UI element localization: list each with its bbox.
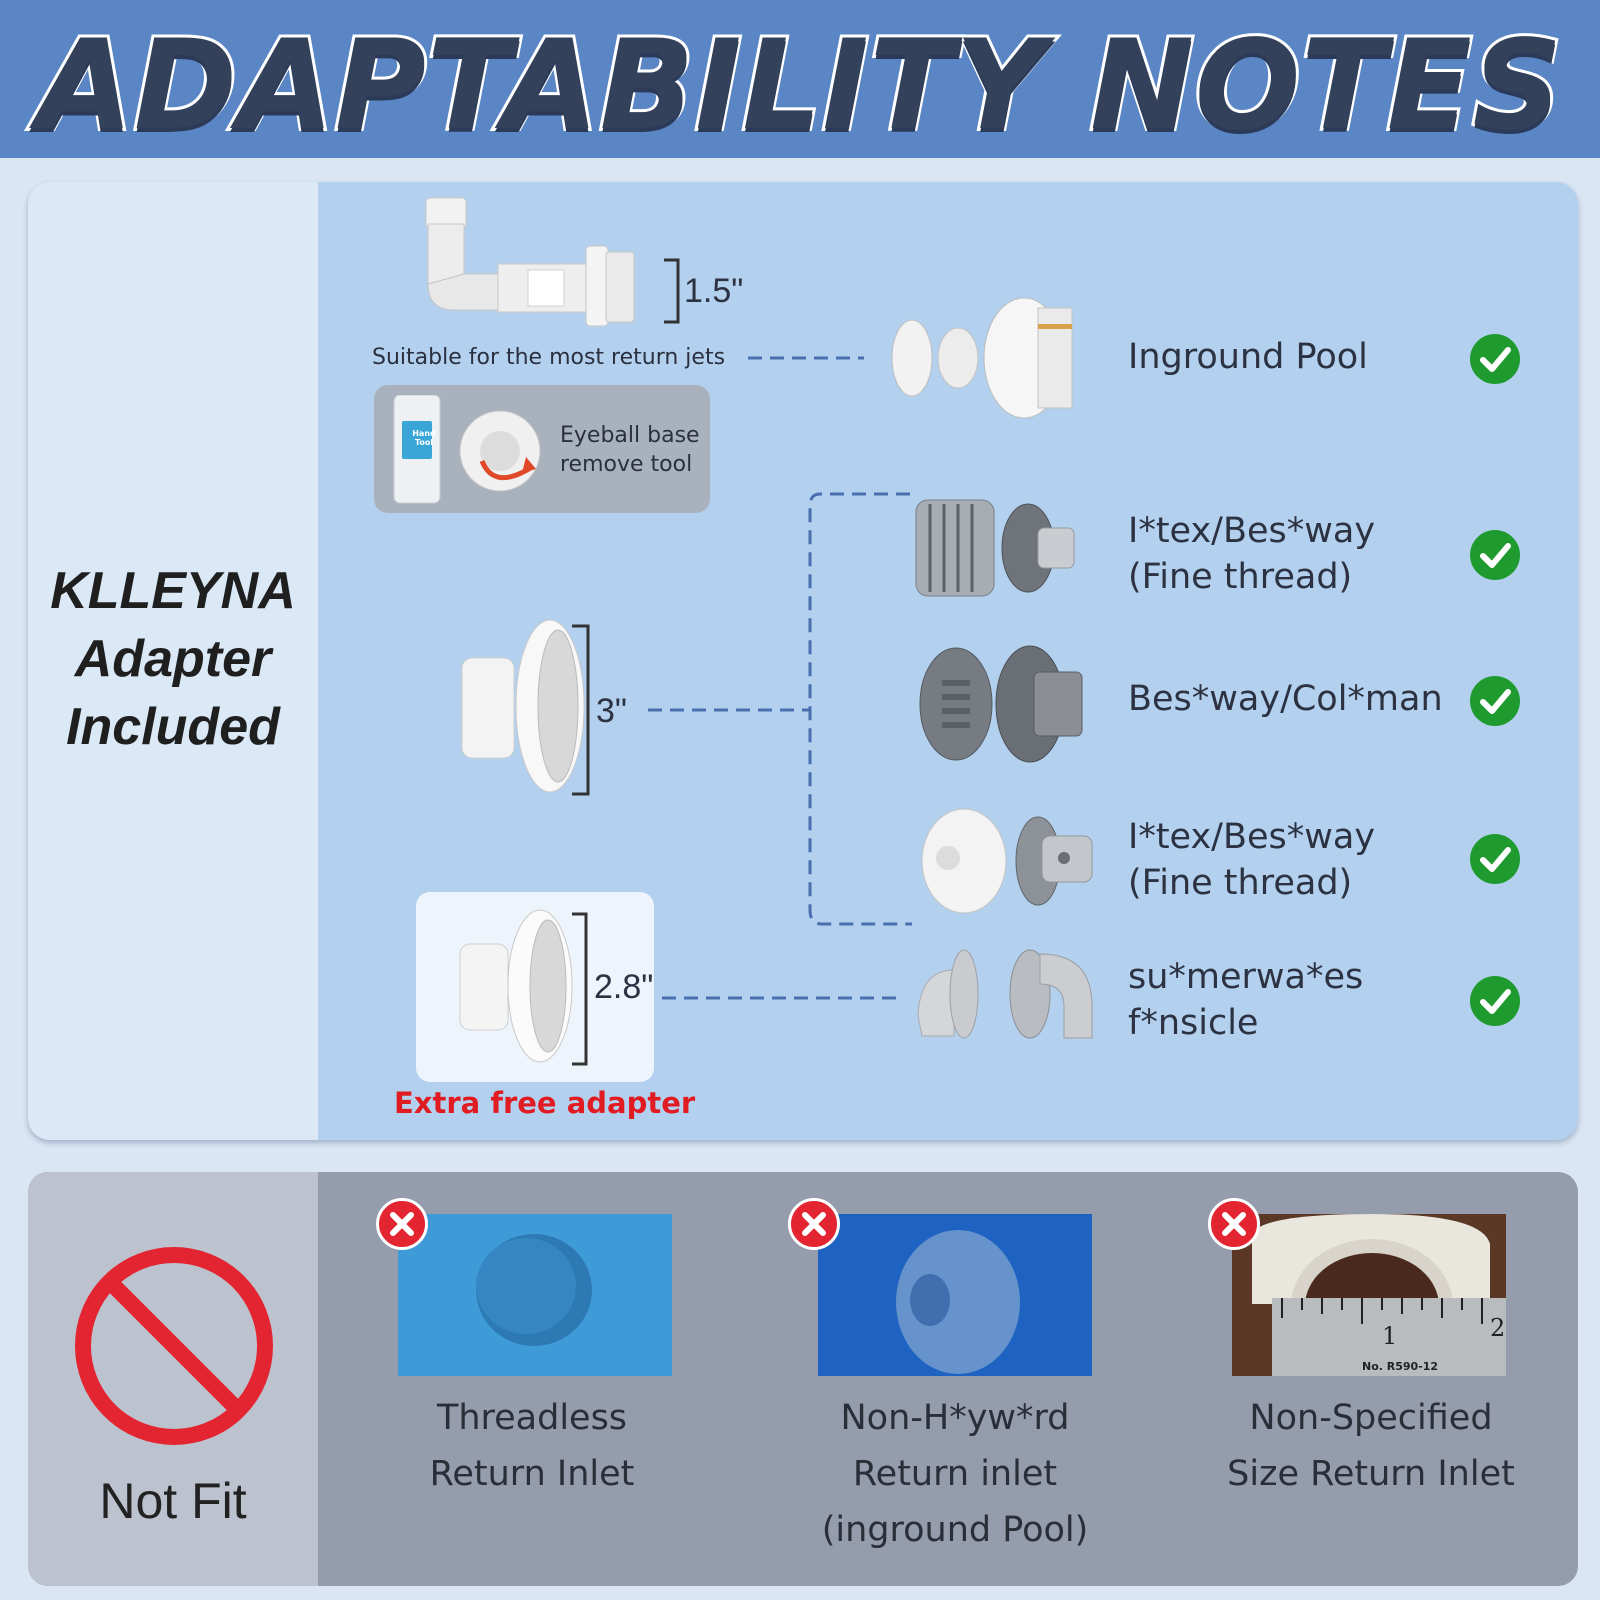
check-icon (1470, 976, 1520, 1026)
eyeball-tool-box: Hand Tool Eyeball base remove tool (374, 385, 710, 513)
extra-adapter-card: 2.8" (416, 892, 654, 1082)
non-hayward-inlet-photo (818, 1214, 1092, 1376)
non-specified-inlet-photo: 1 2 No. R590-12 (1232, 1214, 1506, 1376)
size-bracket (664, 258, 680, 324)
ruler-mark-1: 1 (1382, 1322, 1398, 1350)
brand-column: KLLEYNA Adapter Included (28, 182, 318, 1140)
compat-label-5: su*merwa*es f*nsicle (1128, 957, 1364, 1043)
threadless-inlet-photo (398, 1214, 672, 1376)
close-icon (788, 1198, 840, 1250)
size-bracket (572, 912, 588, 1066)
check-icon (1470, 530, 1520, 580)
itex-fittings-image-1 (915, 499, 1075, 597)
eyeball-tool-label: Eyeball base remove tool (560, 423, 700, 477)
connector-bracket (808, 492, 912, 926)
hand-tool-packet-label: Hand Tool (412, 429, 436, 447)
extra-adapter-image (459, 909, 573, 1063)
inground-fittings-image (891, 297, 1073, 419)
compat-label-3: Bes*way/Col*man (1128, 679, 1443, 719)
prohibited-icon (75, 1247, 273, 1445)
brand-line-included: Included (66, 698, 280, 756)
bestway-fittings-image (919, 645, 1083, 763)
page-title: ADAPTABILITY NOTES (34, 11, 1565, 161)
not-fit-column: Not Fit (28, 1172, 318, 1586)
compat-label-4: I*tex/Bes*way (Fine thread) (1128, 817, 1376, 903)
check-icon (1470, 676, 1520, 726)
medium-adapter-size: 3" (596, 692, 627, 730)
connector-lines (648, 356, 912, 1000)
small-adapter-size: 1.5" (684, 272, 744, 310)
not-fit-label-2: Non-H*yw*rd Return inlet (inground Pool) (821, 1398, 1089, 1550)
not-fit-title: Not Fit (99, 1473, 247, 1529)
not-fit-label-1: Threadless Return Inlet (429, 1398, 635, 1494)
ruler-mark-2: 2 (1490, 1314, 1506, 1342)
hand-tool-image (393, 395, 541, 504)
extra-adapter-size: 2.8" (594, 968, 654, 1006)
small-adapter-caption: Suitable for the most return jets (372, 345, 726, 370)
three-inch-adapter-image (461, 619, 585, 793)
check-icon (1470, 334, 1520, 384)
check-icon (1470, 834, 1520, 884)
size-bracket (572, 624, 590, 796)
compatibility-panel: KLLEYNA Adapter Included (28, 182, 1578, 1140)
summerwaves-fittings-image (917, 949, 1093, 1039)
header-banner: ADAPTABILITY NOTES (0, 0, 1600, 161)
extra-adapter-caption: Extra free adapter (394, 1086, 696, 1120)
compat-label-1: Inground Pool (1128, 337, 1368, 377)
brand-label: KLLEYNA Adapter Included (28, 557, 318, 761)
brand-name: KLLEYNA (50, 562, 296, 620)
not-fit-label-3: Non-Specified Size Return Inlet (1227, 1398, 1515, 1494)
ruler-model: No. R590-12 (1362, 1360, 1439, 1373)
not-fit-panel: Not Fit (28, 1172, 1578, 1586)
close-icon (376, 1198, 428, 1250)
elbow-adapter-image (425, 197, 635, 327)
close-icon (1208, 1198, 1260, 1250)
brand-line-adapter: Adapter (74, 630, 272, 688)
compat-label-2: I*tex/Bes*way (Fine thread) (1128, 511, 1376, 597)
itex-fittings-image-2 (921, 808, 1093, 914)
